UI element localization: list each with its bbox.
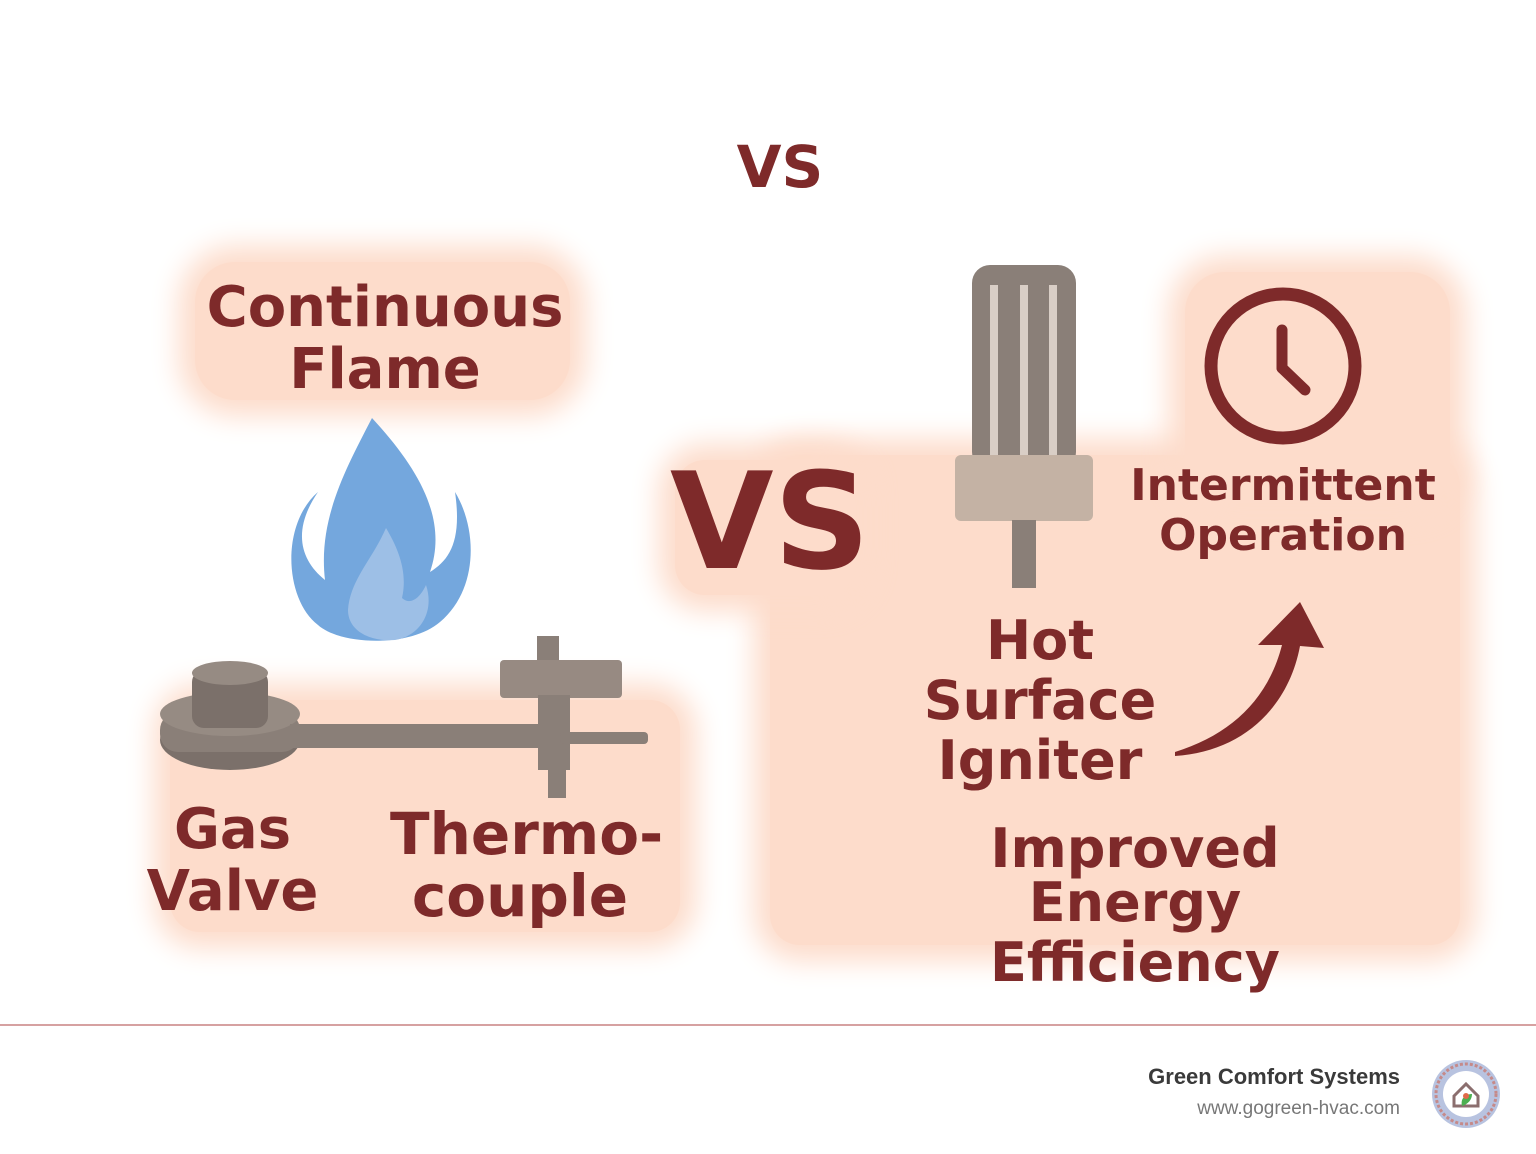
gas-valve-label: Gas Valve <box>140 802 325 920</box>
right-main-highlight <box>770 455 1460 945</box>
intermittent-operation-label: Intermittent Operation <box>1128 464 1438 558</box>
footer-website-link[interactable]: www.gogreen-hvac.com <box>1197 1098 1400 1119</box>
footer-company-name: Green Comfort Systems <box>1148 1064 1400 1089</box>
intermittent-line-2: Operation <box>1159 510 1407 561</box>
thermocouple-line-2: couple <box>411 862 629 930</box>
continuous-flame-label: Continuous Flame <box>180 280 590 398</box>
thermocouple-line-1: Thermo- <box>390 800 664 868</box>
continuous-flame-line-2: Flame <box>289 337 481 402</box>
left-heading-highlight <box>195 262 570 400</box>
gas-valve-line-1: Gas <box>173 797 292 862</box>
improved-efficiency-label: Improved Energy Efficiency <box>880 822 1390 990</box>
igniter-line-3: Igniter <box>937 729 1143 792</box>
continuous-flame-line-1: Continuous <box>206 275 564 340</box>
igniter-icon <box>955 265 1093 588</box>
igniter-line-1: Hot <box>985 609 1095 672</box>
gas-valve-icon <box>160 661 545 770</box>
efficiency-line-1: Improved Energy <box>990 817 1280 934</box>
gas-valve-line-2: Valve <box>146 859 319 924</box>
diagram-illustration <box>160 265 1362 798</box>
thermocouple-label: Thermo- couple <box>390 800 664 930</box>
flame-icon <box>291 418 471 641</box>
footer-divider <box>0 1024 1536 1026</box>
vs-highlight <box>675 460 855 595</box>
thermocouple-icon <box>500 636 648 798</box>
efficiency-line-2: Efficiency <box>990 931 1280 994</box>
hot-surface-igniter-label: Hot Surface Igniter <box>910 614 1170 788</box>
top-vs-title: VS <box>736 133 824 201</box>
center-vs-label: VS <box>669 444 871 600</box>
igniter-line-2: Surface <box>923 669 1157 732</box>
arrow-icon <box>1175 602 1324 756</box>
intermittent-line-1: Intermittent <box>1130 460 1436 511</box>
logo-icon <box>1432 1060 1500 1128</box>
clock-icon <box>1204 287 1362 445</box>
